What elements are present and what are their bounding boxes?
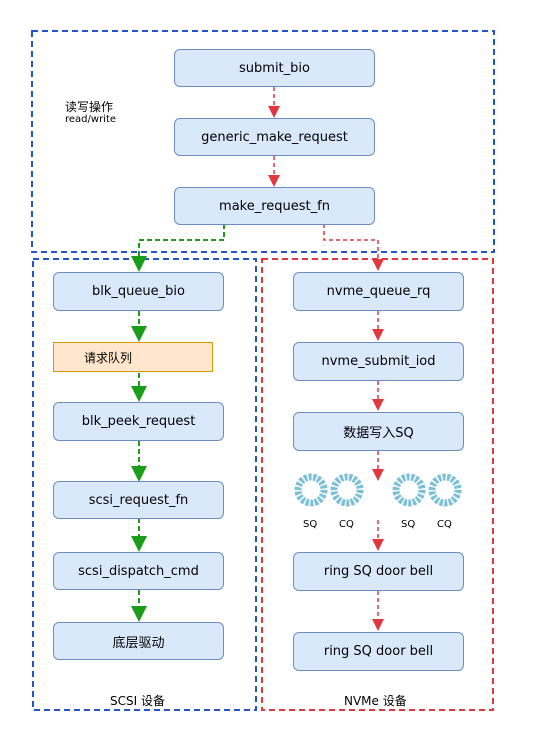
scsi-request-fn-box: scsi_request_fn [53,481,224,519]
request-queue [53,342,213,372]
nvme-region-label: NVMe 设备 [344,694,407,708]
top-region-frame [31,30,495,253]
nvme-submit-iod-box: nvme_submit_iod [293,342,464,381]
cq-label-1: CQ [339,519,354,530]
write-sq-box: 数据写入SQ [293,412,464,451]
generic-make-request-box: generic_make_request [174,118,375,156]
sq-ring-icon-2 [392,473,426,507]
ring-sq-door-bell-box-2: ring SQ door bell [293,632,464,671]
low-level-driver-box: 底层驱动 [53,622,224,660]
request-queue-label: 请求队列 [83,350,132,365]
blk-queue-bio-box: blk_queue_bio [53,272,224,311]
scsi-dispatch-cmd-box: scsi_dispatch_cmd [53,552,224,590]
sq-label-1: SQ [303,519,318,530]
sq-label-2: SQ [401,519,416,530]
blk-peek-request-box: blk_peek_request [53,402,224,441]
scsi-region-label: SCSI 设备 [110,694,165,708]
arrow-make-to-nvme [323,224,384,271]
cq-ring-icon-1 [330,473,364,507]
make-request-fn-box: make_request_fn [174,187,375,225]
ring-sq-door-bell-box-1: ring SQ door bell [293,552,464,591]
arrow-make-to-scsi [131,224,225,272]
cq-label-2: CQ [437,519,452,530]
cq-ring-icon-2 [428,473,462,507]
top-region-label: 读写操作 [65,100,114,114]
submit-bio-box: submit_bio [174,49,375,87]
sq-ring-icon-1 [294,473,328,507]
top-region-sublabel: read/write [65,114,117,125]
nvme-queue-rq-box: nvme_queue_rq [293,272,464,311]
